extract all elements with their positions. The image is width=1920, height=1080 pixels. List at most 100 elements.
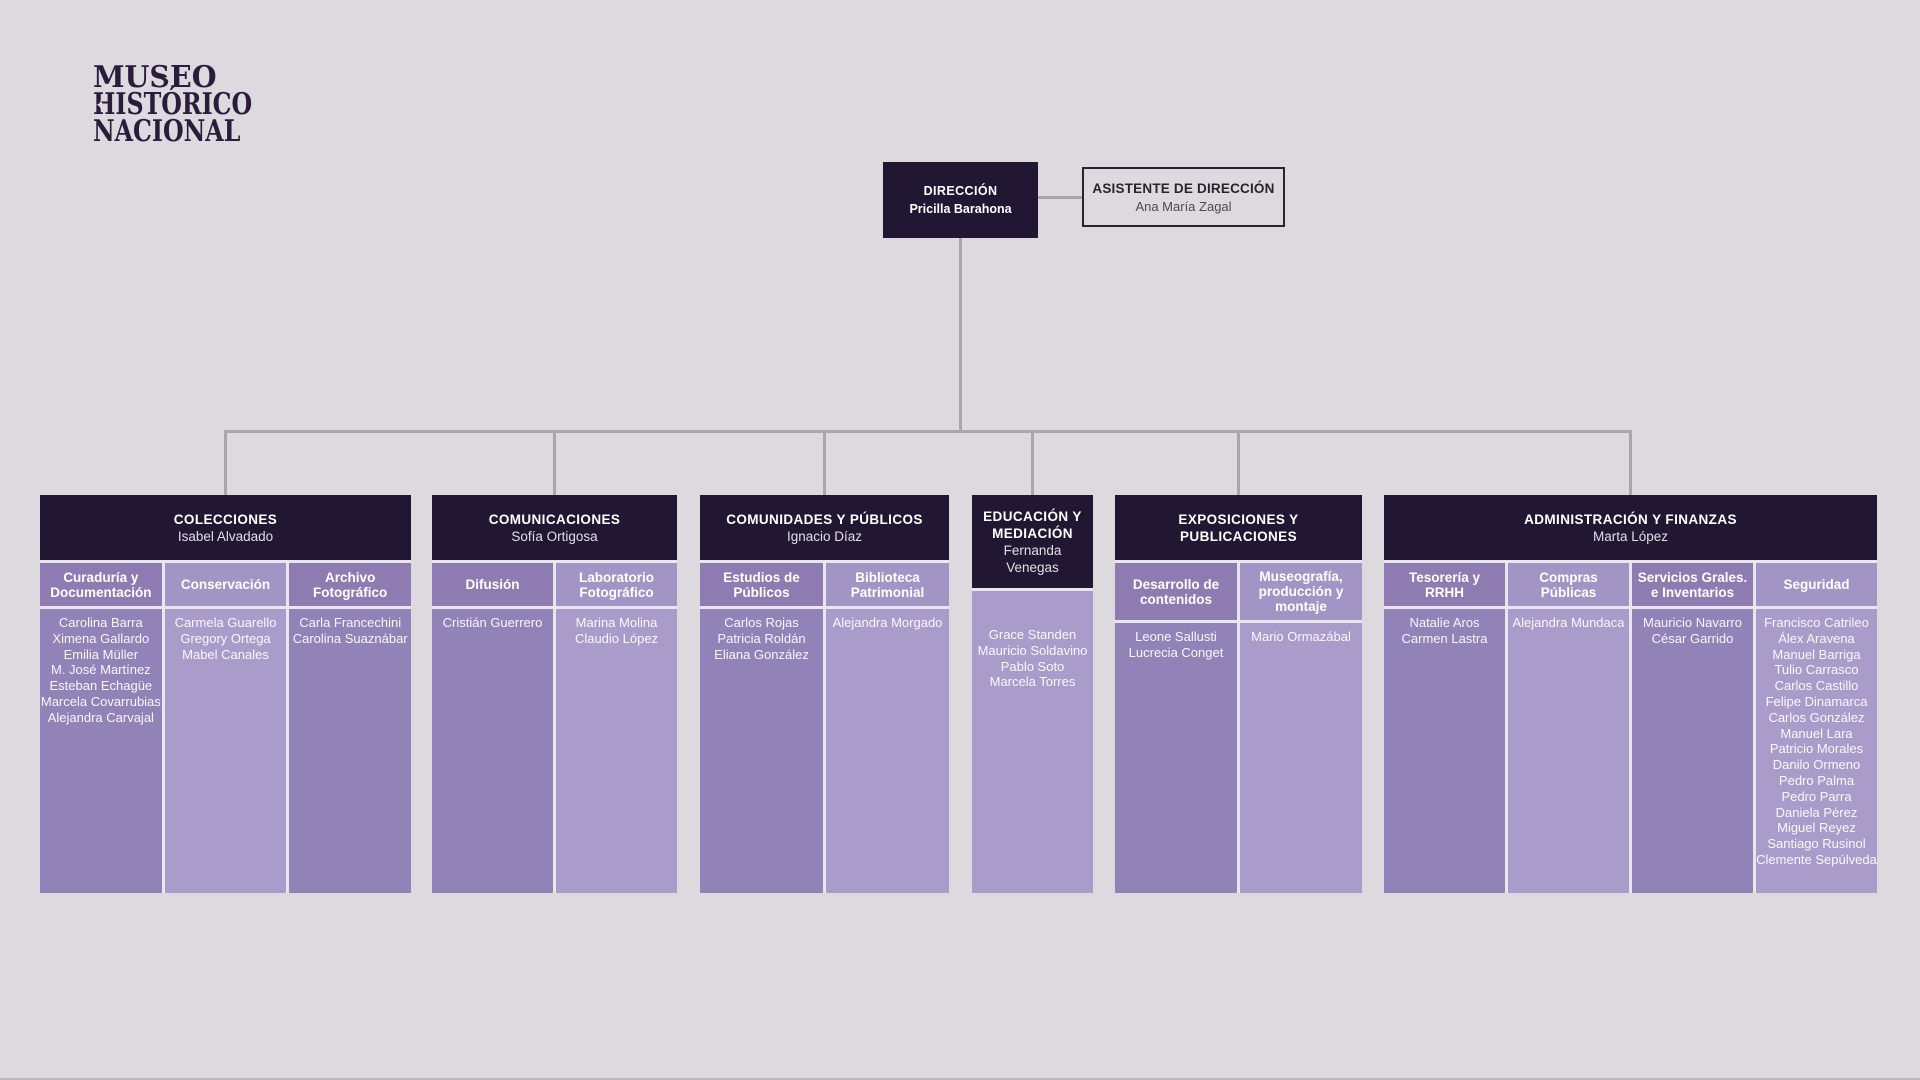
unit-title: Seguridad [1783, 577, 1850, 592]
unit-title: Curaduría y Documentación [50, 569, 152, 600]
member-name: Leone Sallusti [1135, 629, 1217, 644]
unit-header: Laboratorio Fotográfico [556, 563, 677, 606]
department-title: EDUCACIÓN Y MEDIACIÓN [983, 508, 1082, 541]
unit-column: Servicios Grales. e Inventarios Mauricio… [1632, 563, 1753, 893]
department-manager: Marta López [1592, 528, 1669, 544]
member-name: Carlos González [1768, 709, 1865, 725]
department-title: EXPOSICIONES Y PUBLICACIONES [1178, 511, 1299, 544]
unit-title: Archivo Fotográfico [313, 569, 388, 600]
member-name: Emilia Müller [63, 646, 139, 662]
member-name: Ximena Gallardo [52, 630, 150, 646]
department-title: COMUNICACIONES [488, 511, 621, 527]
department-block: EDUCACIÓN Y MEDIACIÓN Fernanda Venegas G… [972, 495, 1093, 893]
member-name: Natalie Aros [1409, 615, 1480, 630]
department-title: COLECCIONES [173, 511, 278, 527]
department-title: ADMINISTRACIÓN Y FINANZAS [1524, 511, 1737, 527]
member-name: Marcela Torres [989, 674, 1076, 690]
unit-header: Desarrollo de contenidos [1115, 563, 1237, 620]
department-manager: Ignacio Díaz [786, 528, 863, 544]
assistant-title: ASISTENTE DE DIRECCIÓN [1092, 180, 1275, 196]
member-name: Alejandra Mundaca [1512, 615, 1625, 630]
logo-star-icon: ✦ [163, 71, 175, 87]
member-name: César Garrido [1651, 630, 1734, 646]
bottom-edge-line [0, 1078, 1920, 1080]
member-name: Miguel Reyez [1777, 820, 1856, 836]
member-name: Mabel Canales [182, 646, 269, 662]
unit-title: Difusión [465, 577, 520, 592]
unit-header: Curaduría y Documentación [40, 563, 162, 606]
member-name: Álex Aravena [1778, 630, 1855, 646]
member-name: Pedro Palma [1778, 772, 1855, 788]
unit-column: Museografía, producción y montaje Mario … [1240, 563, 1362, 893]
connector-direction-assistant [1038, 196, 1082, 199]
unit-header: Tesorería y RRHH [1384, 563, 1505, 606]
member-name: Patricia Roldán [717, 630, 806, 646]
member-name: Alejandra Morgado [832, 615, 943, 630]
department-block: COLECCIONES Isabel Alvadado Curaduría y … [40, 495, 412, 893]
member-name: Alejandra Carvajal [47, 709, 154, 725]
member-name: Carlos Rojas [724, 615, 799, 630]
logo-line-1: MUSEO [93, 60, 217, 95]
unit-title: Laboratorio Fotográfico [578, 569, 654, 600]
member-name: Patricio Morales [1769, 741, 1864, 757]
member-name: Carmela Guarello [174, 615, 277, 630]
units: Difusión Cristián Guerrero Laboratorio F… [432, 563, 677, 893]
unit-title: Estudios de Públicos [723, 569, 800, 600]
unit-header: Estudios de Públicos [700, 563, 823, 606]
member-name: Carolina Suaznábar [292, 630, 408, 646]
unit-header: Archivo Fotográfico [289, 563, 412, 606]
department-manager: Isabel Alvadado [177, 528, 274, 544]
department-title: COMUNIDADES Y PÚBLICOS [726, 511, 923, 527]
member-name: Pablo Soto [1000, 658, 1065, 674]
member-name: Marcela Covarrubias [40, 693, 161, 709]
direction-manager-name: Pricilla Barahona [909, 202, 1012, 216]
member-name: Cristián Guerrero [442, 615, 543, 630]
member-name: Eliana González [714, 646, 809, 662]
unit-column: Biblioteca Patrimonial Alejandra Morgado [826, 563, 949, 893]
member-name: Marina Molina [575, 615, 658, 630]
member-name: Manuel Barriga [1772, 646, 1861, 662]
assistant-box: ASISTENTE DE DIRECCIÓN Ana María Zagal [1082, 167, 1285, 227]
member-name: Santiago Rusinol [1767, 836, 1866, 852]
member-name: Tulio Carrasco [1774, 662, 1859, 678]
unit-header: Conservación [164, 563, 287, 606]
member-name: Manuel Lara [1780, 725, 1853, 741]
unit-column: Curaduría y Documentación Carolina Barra… [40, 563, 162, 893]
connector-drop [224, 430, 227, 495]
department-header: COMUNICACIONES Sofía Ortigosa [432, 495, 677, 560]
connector-drop [1629, 430, 1632, 495]
member-name: Mario Ormazábal [1251, 629, 1351, 644]
unit-title: Tesorería y RRHH [1408, 569, 1481, 600]
unit-title: Servicios Grales. e Inventarios [1637, 569, 1748, 600]
member-name: Carolina Barra [58, 615, 143, 630]
department-header: EDUCACIÓN Y MEDIACIÓN Fernanda Venegas [972, 495, 1093, 588]
connector-drop [1237, 430, 1240, 495]
department-block: EXPOSICIONES Y PUBLICACIONES Desarrollo … [1115, 495, 1362, 893]
unit-column: Compras Públicas Alejandra Mundaca [1508, 563, 1629, 893]
member-name: Mauricio Soldavino [977, 642, 1088, 658]
connector-drop [1031, 430, 1034, 495]
member-name: Francisco Catrileo [1764, 615, 1869, 630]
department-block: ADMINISTRACIÓN Y FINANZAS Marta López Te… [1384, 495, 1877, 893]
member-name: Claudio López [574, 630, 659, 646]
department-header: COLECCIONES Isabel Alvadado [40, 495, 411, 560]
member-name: Carlos Castillo [1774, 678, 1859, 694]
logo-star-icon: ✦ [95, 98, 107, 114]
department-header: ADMINISTRACIÓN Y FINANZAS Marta López [1384, 495, 1877, 560]
member-name: Clemente Sepúlveda [1756, 851, 1877, 867]
member-name: Danilo Ormeno [1772, 757, 1861, 773]
member-name: Lucrecia Conget [1128, 644, 1224, 660]
